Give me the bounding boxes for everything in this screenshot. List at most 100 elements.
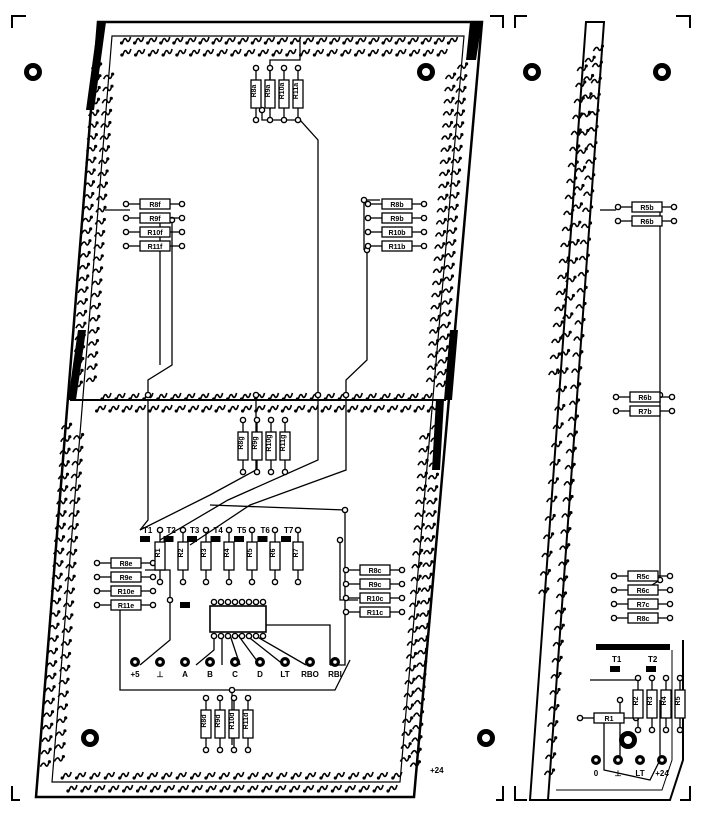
resistor-body <box>177 541 189 571</box>
led-segment <box>85 156 96 164</box>
led-pad <box>111 72 115 76</box>
led-segment <box>428 327 440 334</box>
led-pad <box>60 560 64 564</box>
pad <box>244 694 252 702</box>
led-segment <box>415 660 427 668</box>
pad <box>666 586 674 594</box>
led-segment <box>83 192 94 199</box>
led-segment <box>50 585 62 593</box>
led-segment <box>309 404 319 412</box>
led-segment <box>54 742 65 750</box>
led-pad <box>202 53 206 57</box>
resistor-body <box>200 541 212 571</box>
connector-hole <box>158 660 162 664</box>
led-pad <box>407 41 411 45</box>
led-segment <box>566 430 578 438</box>
led-pad <box>560 639 564 643</box>
led-pad <box>578 382 582 386</box>
resistor: R3 <box>200 526 212 586</box>
led-segment <box>116 392 126 400</box>
connector-hole <box>308 660 312 664</box>
led-pad <box>565 272 569 276</box>
led-pad <box>295 397 299 401</box>
led-segment <box>547 720 558 728</box>
led-segment <box>273 48 283 56</box>
led-segment <box>78 263 90 270</box>
led-pad <box>581 334 585 338</box>
led-pad <box>564 575 569 579</box>
pad <box>178 214 186 222</box>
pad <box>364 200 372 208</box>
resistor-body <box>629 405 661 417</box>
led-pad <box>106 157 110 161</box>
led-segment <box>56 703 68 711</box>
led-pad <box>422 685 426 689</box>
led-pad <box>65 690 69 694</box>
led-segment <box>438 48 448 56</box>
led-segment <box>438 169 450 177</box>
led-segment <box>73 345 85 353</box>
led-pad <box>64 716 68 720</box>
led-pad <box>464 74 468 78</box>
resistor-label: R5c <box>637 574 650 581</box>
led-pad <box>83 321 87 325</box>
led-segment <box>322 404 332 412</box>
resistor-body <box>627 570 659 582</box>
led-segment <box>565 447 577 454</box>
led-segment <box>418 623 429 630</box>
led-segment <box>42 710 54 718</box>
led-segment <box>304 784 315 792</box>
pad <box>93 559 101 567</box>
led-segment <box>348 404 359 412</box>
led-segment <box>220 771 231 779</box>
led-segment <box>295 404 306 412</box>
led-segment <box>48 623 59 630</box>
led-segment <box>80 227 92 235</box>
resistor-body <box>660 689 672 719</box>
led-pad <box>185 41 189 45</box>
led-segment <box>439 157 451 165</box>
led-segment <box>430 303 441 310</box>
led-pad <box>437 314 441 318</box>
led-segment <box>191 771 202 779</box>
pad <box>398 608 406 616</box>
led-segment <box>362 404 372 412</box>
led-pad <box>226 397 230 401</box>
led-segment <box>49 598 61 605</box>
led-segment <box>297 392 308 400</box>
led-segment <box>413 698 425 705</box>
led-segment <box>560 330 571 338</box>
led-segment <box>94 218 106 225</box>
led-segment <box>584 55 595 63</box>
led-pad <box>598 76 602 80</box>
led-segment <box>121 36 132 44</box>
resistor-body <box>214 709 226 739</box>
led-pad <box>559 440 563 444</box>
led-pad <box>99 62 103 66</box>
led-pad <box>436 338 440 343</box>
led-segment <box>435 218 447 225</box>
led-pad <box>386 789 390 793</box>
pad <box>231 632 239 640</box>
led-segment <box>89 315 100 322</box>
led-pad <box>427 610 431 614</box>
led-pad <box>106 145 111 149</box>
led-segment <box>442 109 454 116</box>
led-segment <box>53 535 65 543</box>
pad <box>280 64 288 72</box>
led-segment <box>84 168 95 176</box>
resistor: R5 <box>674 674 686 734</box>
led-segment <box>419 610 430 618</box>
led-segment <box>330 36 341 44</box>
led-pad <box>426 409 430 413</box>
led-pad <box>65 485 69 489</box>
led-segment <box>172 392 182 400</box>
led-pad <box>91 180 96 184</box>
led-segment <box>344 36 354 44</box>
led-segment <box>64 574 75 582</box>
led-segment <box>109 784 120 792</box>
resistor-label: R8e <box>120 561 133 568</box>
led-pad <box>440 266 444 270</box>
led-segment <box>149 48 160 56</box>
